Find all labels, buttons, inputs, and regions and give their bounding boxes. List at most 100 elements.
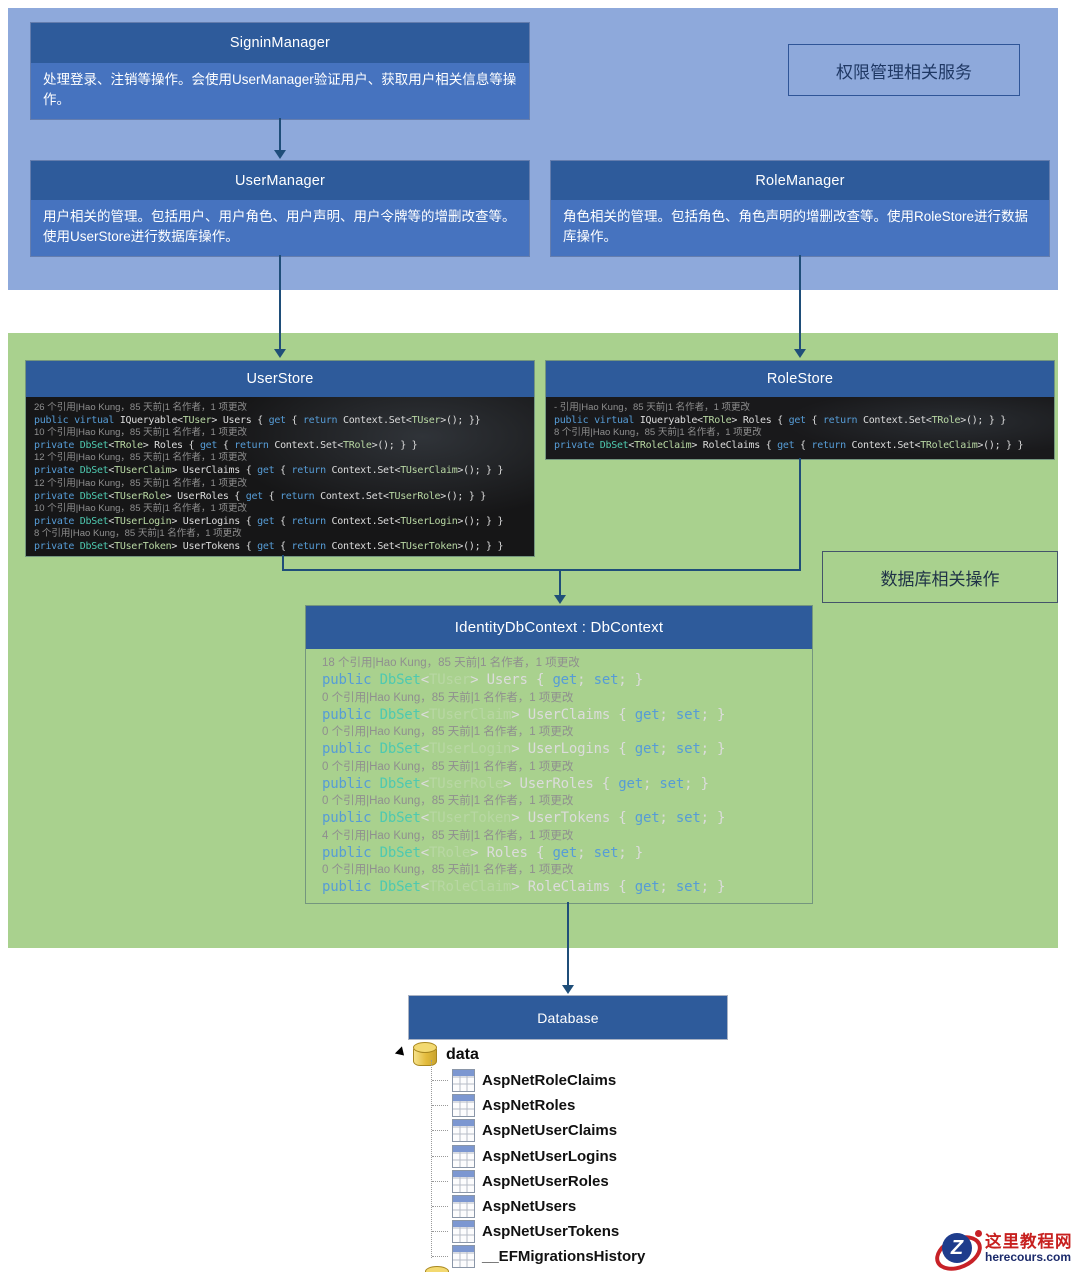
code-line: private DbSet<TUserToken> UserTokens { g… xyxy=(34,541,504,553)
codelens-reference-line[interactable]: 18 个引用|Hao Kung，85 天前|1 名作者，1 项更改 xyxy=(322,657,580,669)
watermark-site-name: 这里教程网 xyxy=(985,1233,1073,1252)
table-icon xyxy=(452,1069,475,1092)
codelens-reference-line[interactable]: 0 个引用|Hao Kung，85 天前|1 名作者，1 项更改 xyxy=(322,864,574,876)
code-line: public DbSet<TUserClaim> UserClaims { ge… xyxy=(322,706,726,723)
table-tree-item[interactable]: AspNetRoles xyxy=(398,1093,575,1118)
tree-guide-line xyxy=(431,1060,432,1258)
user-manager-title: UserManager xyxy=(31,161,529,200)
codelens-reference-line[interactable]: 4 个引用|Hao Kung，85 天前|1 名作者，1 项更改 xyxy=(322,829,574,842)
table-tree-item[interactable]: __EFMigrationsHistory xyxy=(398,1244,645,1269)
role-store-title: RoleStore xyxy=(546,361,1054,397)
codelens-reference-line[interactable]: 0 个引用|Hao Kung，85 天前|1 名作者，1 项更改 xyxy=(322,760,574,773)
table-tree-item[interactable]: AspNetUsers xyxy=(398,1194,576,1219)
table-icon xyxy=(452,1220,475,1244)
tree-branch-line xyxy=(432,1180,448,1182)
tree-root-row[interactable]: data xyxy=(394,1042,479,1067)
watermark: Z 这里教程网 herecours.com xyxy=(929,1226,1086,1272)
table-icon xyxy=(452,1195,475,1218)
tree-branch-line xyxy=(432,1155,448,1157)
role-manager-box: RoleManager 角色相关的管理。包括角色、角色声明的增删改查等。使用Ro… xyxy=(550,160,1050,257)
clipped-database-icon xyxy=(424,1266,458,1272)
codelens-reference-line[interactable]: 26 个引用|Hao Kung，85 天前|1 名作者，1 项更改 xyxy=(34,402,247,413)
tree-branch-line xyxy=(432,1256,448,1258)
table-icon xyxy=(452,1119,475,1143)
codelens-reference-line[interactable]: - 引用|Hao Kung，85 天前|1 名作者，1 项更改 xyxy=(554,402,751,413)
tree-branch-line xyxy=(432,1231,448,1233)
codelens-reference-line[interactable]: 0 个引用|Hao Kung，85 天前|1 名作者，1 项更改 xyxy=(322,726,574,738)
codelens-reference-line[interactable]: 8 个引用|Hao Kung，85 天前|1 名作者，1 项更改 xyxy=(34,528,242,540)
arrowhead-context-to-database xyxy=(562,985,574,1000)
tree-expander-icon[interactable] xyxy=(394,1046,412,1063)
table-name: AspNetUsers xyxy=(482,1198,577,1215)
table-tree-item[interactable]: AspNetUserLogins xyxy=(398,1144,617,1169)
connector-stores-merge xyxy=(282,569,801,571)
signin-manager-title: SigninManager xyxy=(31,23,529,63)
signin-manager-desc: 处理登录、注销等操作。会使用UserManager验证用户、获取用户相关信息等操… xyxy=(31,63,529,119)
user-store-title: UserStore xyxy=(26,361,534,397)
arrowhead-usermanager-to-userstore xyxy=(274,349,286,364)
arrowhead-rolemanager-to-rolestore xyxy=(794,349,806,364)
codelens-reference-line[interactable]: 10 个引用|Hao Kung，85 天前|1 名作者，1 项更改 xyxy=(34,427,247,439)
codelens-reference-line[interactable]: 0 个引用|Hao Kung，85 天前|1 名作者，1 项更改 xyxy=(322,691,574,704)
code-line: public virtual IQueryable<TRole> Roles {… xyxy=(554,415,1007,426)
watermark-site-url: herecours.com xyxy=(985,1250,1072,1265)
arrow-context-to-database xyxy=(567,902,569,986)
codelens-reference-line[interactable]: 12 个引用|Hao Kung，85 天前|1 名作者，1 项更改 xyxy=(34,452,247,464)
arrow-usermanager-to-userstore xyxy=(279,255,281,350)
codelens-reference-line[interactable]: 0 个引用|Hao Kung，85 天前|1 名作者，1 项更改 xyxy=(322,795,574,807)
table-tree-item[interactable]: AspNetUserRoles xyxy=(398,1169,609,1194)
code-line: public DbSet<TUserRole> UserRoles { get;… xyxy=(322,775,709,792)
tree-branch-line xyxy=(432,1130,448,1132)
table-name: AspNetUserRoles xyxy=(482,1172,609,1190)
connector-userstore-drop xyxy=(282,555,284,571)
code-line: public DbSet<TUserToken> UserTokens { ge… xyxy=(322,810,726,826)
signin-manager-box: SigninManager 处理登录、注销等操作。会使用UserManager验… xyxy=(30,22,530,120)
connector-rolestore-drop xyxy=(799,458,801,571)
arrow-stores-to-context xyxy=(559,569,561,596)
table-icon xyxy=(452,1169,475,1193)
code-line: private DbSet<TUserClaim> UserClaims { g… xyxy=(34,465,504,477)
tree-root-label: data xyxy=(446,1045,479,1063)
database-icon xyxy=(412,1042,437,1067)
arrow-signin-to-usermanager xyxy=(279,118,281,151)
code-line: public DbSet<TUserLogin> UserLogins { ge… xyxy=(322,741,726,757)
role-manager-desc: 角色相关的管理。包括角色、角色声明的增删改查等。使用RoleStore进行数据库… xyxy=(551,200,1049,256)
table-tree-item[interactable]: AspNetUserClaims xyxy=(398,1118,617,1143)
codelens-reference-line[interactable]: 12 个引用|Hao Kung，85 天前|1 名作者，1 项更改 xyxy=(34,477,247,489)
table-name: AspNetUserClaims xyxy=(482,1122,618,1140)
database-operations-label: 数据库相关操作 xyxy=(822,551,1058,603)
identity-db-context-code: 18 个引用|Hao Kung，85 天前|1 名作者，1 项更改 public … xyxy=(306,649,812,903)
tree-branch-line xyxy=(432,1206,448,1207)
user-store-box: UserStore 26 个引用|Hao Kung，85 天前|1 名作者，1 … xyxy=(25,360,535,557)
code-line: private DbSet<TRoleClaim> RoleClaims { g… xyxy=(554,440,1024,452)
role-manager-title: RoleManager xyxy=(551,161,1049,200)
table-icon xyxy=(452,1245,475,1269)
table-name: AspNetRoleClaims xyxy=(482,1072,617,1089)
arrowhead-signin-to-usermanager xyxy=(274,150,286,165)
arrowhead-stores-to-context xyxy=(554,595,566,610)
table-tree-item[interactable]: AspNetUserTokens xyxy=(398,1219,619,1244)
table-name: AspNetRoles xyxy=(482,1097,576,1115)
code-line: private DbSet<TRole> Roles { get { retur… xyxy=(34,440,418,452)
arrow-rolemanager-to-rolestore xyxy=(799,255,801,350)
role-store-box: RoleStore - 引用|Hao Kung，85 天前|1 名作者，1 项更… xyxy=(545,360,1055,460)
role-store-code: - 引用|Hao Kung，85 天前|1 名作者，1 项更改 public vi… xyxy=(546,397,1054,459)
code-line: public DbSet<TRole> Roles { get; set; } xyxy=(322,844,643,861)
database-box: Database xyxy=(408,995,728,1040)
codelens-reference-line[interactable]: 8 个引用|Hao Kung，85 天前|1 名作者，1 项更改 xyxy=(554,427,762,439)
table-icon xyxy=(452,1144,475,1168)
tree-branch-line xyxy=(432,1080,448,1081)
auth-services-label: 权限管理相关服务 xyxy=(788,44,1020,96)
code-line: private DbSet<TUserRole> UserRoles { get… xyxy=(34,490,487,502)
table-tree-item[interactable]: AspNetRoleClaims xyxy=(398,1068,616,1093)
codelens-reference-line[interactable]: 10 个引用|Hao Kung，85 天前|1 名作者，1 项更改 xyxy=(34,502,247,514)
code-line: public DbSet<TRoleClaim> RoleClaims { ge… xyxy=(322,879,726,895)
table-name: AspNetUserLogins xyxy=(482,1147,618,1165)
tree-branch-line xyxy=(432,1105,448,1107)
code-line: private DbSet<TUserLogin> UserLogins { g… xyxy=(34,515,504,527)
code-line: public DbSet<TUser> Users { get; set; } xyxy=(322,672,643,688)
user-manager-desc: 用户相关的管理。包括用户、用户角色、用户声明、用户令牌等的增删改查等。使用Use… xyxy=(31,200,529,256)
